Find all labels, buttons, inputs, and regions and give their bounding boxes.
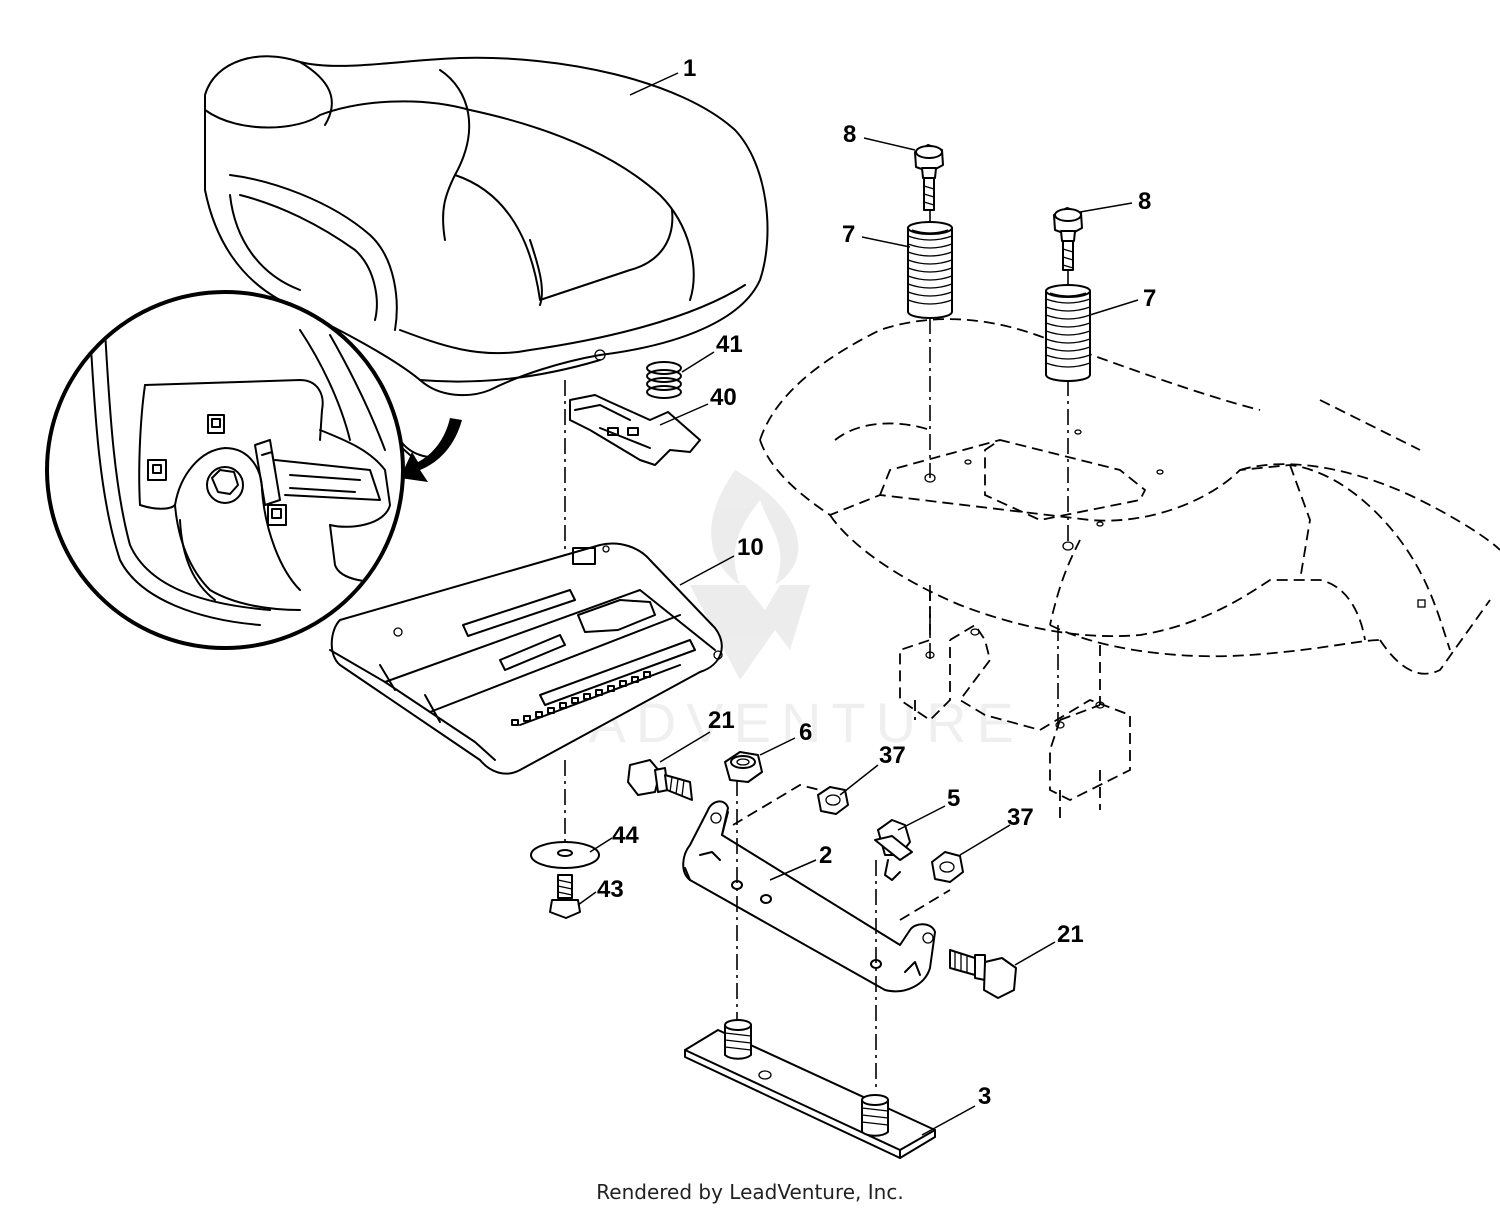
switch-5 [874,819,913,881]
callout-bracket-2: 2 [819,842,832,869]
callout-washer-44: 44 [612,822,639,849]
nut-6 [724,751,763,783]
nut-37-top [817,786,849,815]
clip-40 [569,394,701,466]
spring-41 [646,361,682,399]
callout-screw-43: 43 [597,876,624,903]
callout-nut-6: 6 [799,719,812,746]
callout-bolt-21-left: 21 [708,707,735,734]
callout-nut-37-top: 37 [879,742,906,769]
callout-seat-pan: 10 [737,534,764,561]
fender-outline [759,318,1500,820]
plate-3 [684,1019,936,1159]
callout-bolt-8-left: 8 [843,121,856,148]
leader-lines [577,72,1139,1136]
spring-7-left [907,221,953,319]
plate-stud-left [724,1019,752,1060]
nut-37-right [931,851,964,883]
callout-bolt-21-right: 21 [1057,921,1084,948]
bolt-8-right [1053,207,1083,271]
footer-credit: Rendered by LeadVenture, Inc. [596,1180,904,1204]
screw-43 [549,874,581,919]
bolt-21-right [949,949,1017,999]
washer-44 [530,841,600,869]
seat-pan-10 [329,542,723,775]
callout-clip-40: 40 [710,384,737,411]
detail-arrow-icon [400,418,462,482]
callout-bolt-8-right: 8 [1138,188,1151,215]
detail-inset [45,290,405,650]
plate-stud-right [861,1094,889,1137]
callout-switch-5: 5 [947,785,960,812]
callout-seat: 1 [683,55,696,82]
spring-7-right [1045,284,1091,382]
callout-spring-7-left: 7 [842,221,855,248]
callout-spring-41: 41 [716,331,743,358]
bolt-21-left [627,759,693,801]
callout-nut-37-right: 37 [1007,804,1034,831]
callout-spring-7-right: 7 [1143,285,1156,312]
bracket-2 [682,800,936,993]
callout-plate-3: 3 [978,1083,991,1110]
pan-slot-row [511,671,651,726]
bolt-8-left [914,144,944,211]
